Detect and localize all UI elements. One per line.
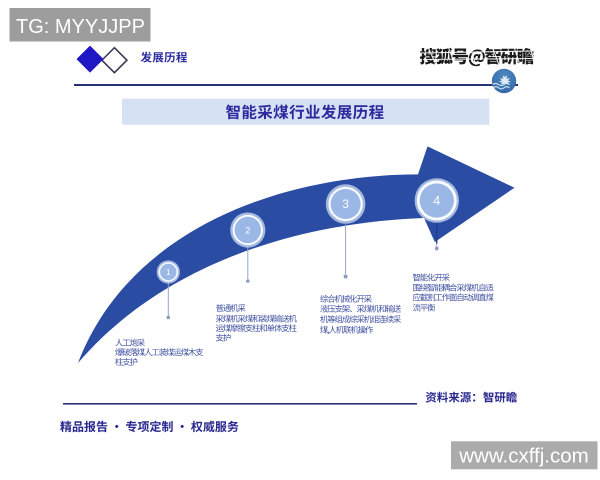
svg-text:3: 3 xyxy=(342,197,349,211)
svg-text:www.cxffj.com: www.cxffj.com xyxy=(458,445,588,468)
svg-text:TG: MYYJJPP: TG: MYYJJPP xyxy=(16,16,145,38)
svg-text:4: 4 xyxy=(433,193,440,208)
svg-text:2: 2 xyxy=(245,225,250,236)
svg-text:1: 1 xyxy=(166,267,171,277)
